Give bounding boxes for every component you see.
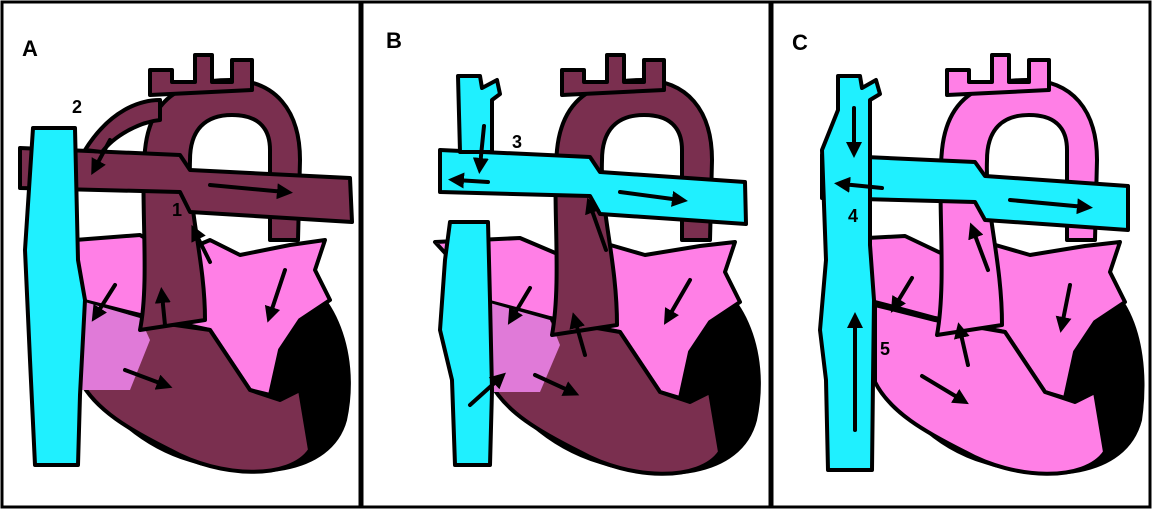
- label-5: 5: [880, 339, 890, 359]
- vena-cava-a: [25, 128, 85, 465]
- svc-b: [458, 76, 500, 152]
- panel-a: A 2 1: [2, 2, 360, 507]
- panel-letter-b: B: [386, 28, 402, 53]
- flow-arrow: [456, 180, 488, 182]
- vena-cava-c: [820, 76, 880, 470]
- label-2: 2: [72, 97, 82, 117]
- panel-letter-a: A: [22, 36, 38, 61]
- panel-letter-c: C: [792, 30, 808, 55]
- panel-b: B 3: [362, 2, 770, 507]
- label-4: 4: [848, 206, 858, 226]
- label-3: 3: [512, 132, 522, 152]
- label-1: 1: [172, 200, 182, 220]
- panel-c: C 4 5: [772, 2, 1150, 507]
